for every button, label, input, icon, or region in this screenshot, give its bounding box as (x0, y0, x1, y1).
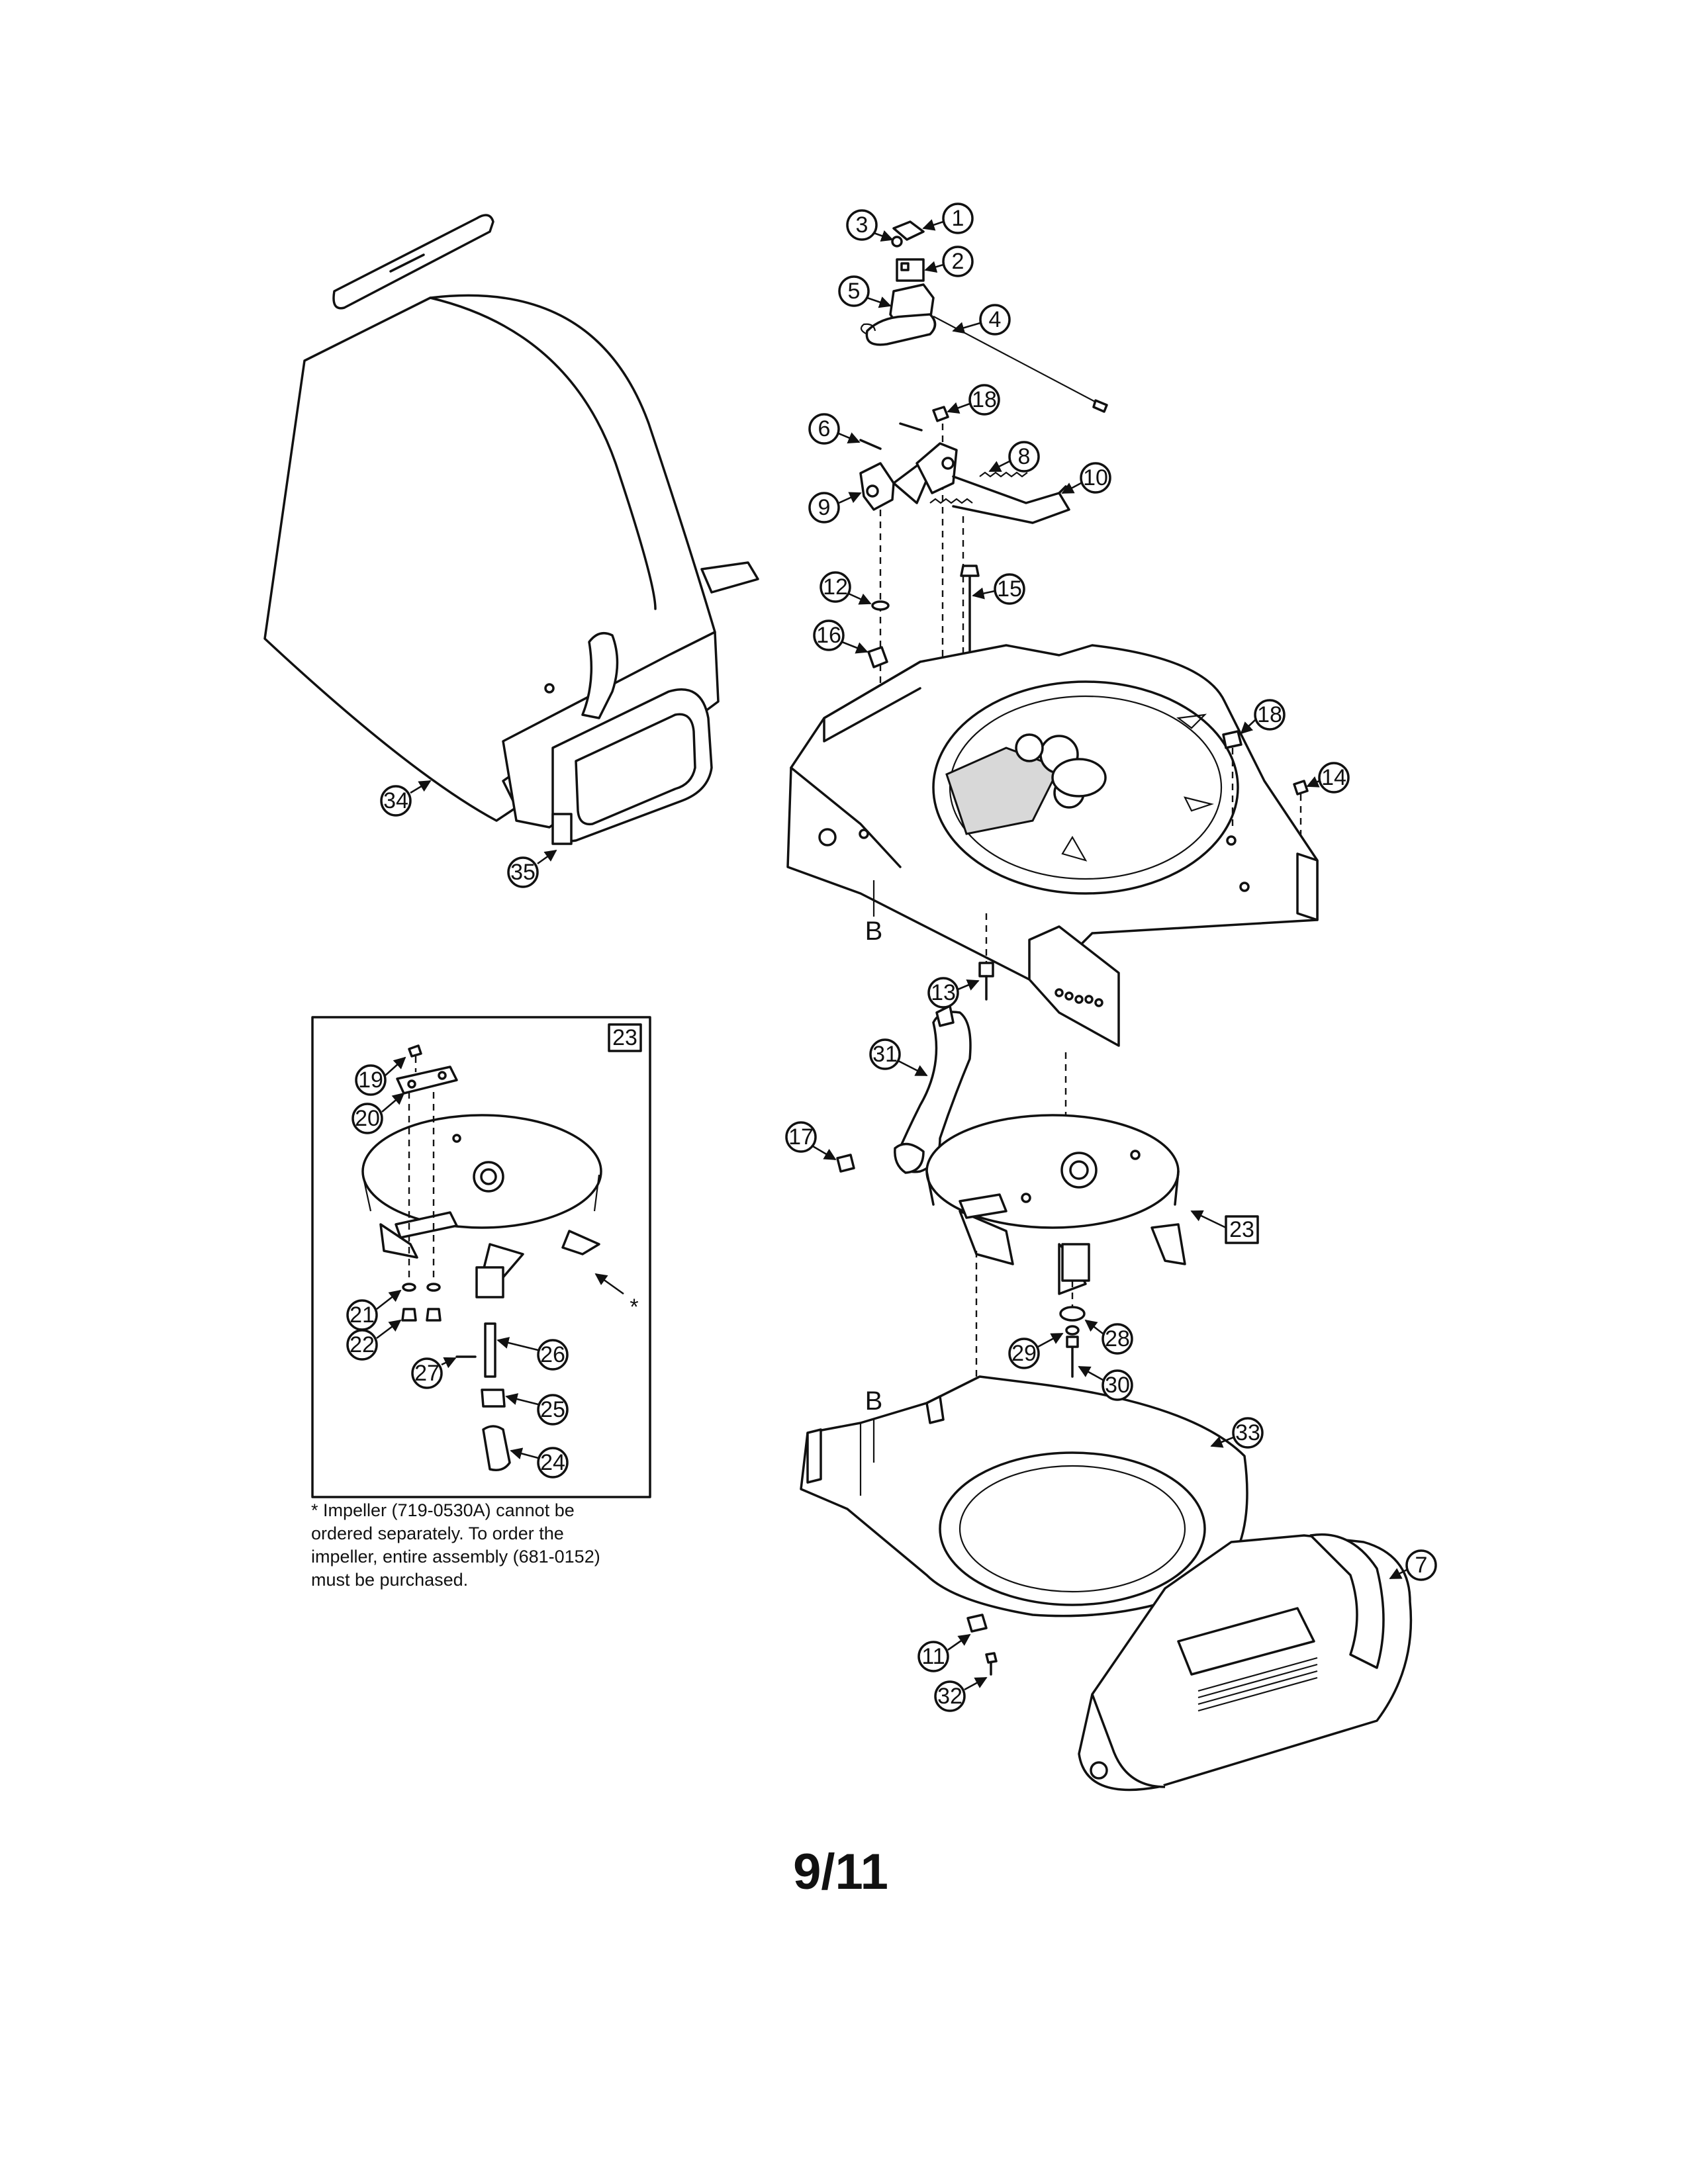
callout-7: 7 (1415, 1553, 1428, 1578)
callout-33: 33 (1235, 1420, 1260, 1445)
callout-25: 25 (540, 1397, 565, 1422)
callout-26: 26 (540, 1342, 565, 1367)
blower-housing: B (786, 565, 1319, 1165)
collection-bag (263, 214, 759, 845)
callout-15: 15 (997, 576, 1022, 602)
callout-10: 10 (1083, 465, 1108, 490)
callout-4: 4 (989, 307, 1002, 332)
callout-28: 28 (1105, 1326, 1130, 1351)
note-line-3: impeller, entire assembly (681-0152) (311, 1547, 600, 1567)
callout-6: 6 (818, 416, 831, 441)
callout-29: 29 (1011, 1341, 1037, 1366)
callout-22: 22 (350, 1332, 375, 1357)
callout-32: 32 (937, 1684, 962, 1709)
callout-16: 16 (816, 623, 841, 648)
base-housing: B (800, 1375, 1413, 1792)
impeller-order-note: * Impeller (719-0530A) cannot be ordered… (311, 1499, 642, 1592)
callout-18-right: 18 (1257, 702, 1282, 727)
callout-2: 2 (952, 249, 964, 274)
callout-19: 19 (358, 1068, 383, 1093)
callout-20: 20 (355, 1106, 380, 1131)
callout-circle-1 (942, 203, 974, 234)
main-box-label: 23 (1229, 1217, 1254, 1242)
page-number: 9/11 (793, 1844, 888, 1900)
callout-8: 8 (1018, 444, 1031, 469)
callout-18-top: 18 (972, 387, 997, 412)
callouts: 1 2 3 4 5 18 6 8 10 9 (346, 203, 1437, 1712)
inset-asterisk: * (630, 1295, 638, 1320)
callout-34: 34 (383, 788, 408, 813)
impeller-detail-inset: 23 (311, 1016, 651, 1498)
callout-21: 21 (350, 1302, 375, 1328)
callout-31: 31 (872, 1042, 898, 1067)
callout-13: 13 (931, 980, 956, 1005)
main-box-23: 23 (1225, 1215, 1259, 1244)
note-line-2: ordered separately. To order the (311, 1524, 564, 1543)
callout-35: 35 (510, 860, 536, 885)
callout-17: 17 (788, 1124, 814, 1150)
reference-mark-b-bottom: B (865, 1387, 883, 1416)
deflector-switch-parts (859, 220, 1108, 807)
callout-30: 30 (1105, 1373, 1130, 1398)
note-line-1: * Impeller (719-0530A) cannot be (311, 1500, 575, 1520)
callout-27: 27 (414, 1361, 440, 1386)
callout-3: 3 (856, 212, 868, 238)
note-line-4: must be purchased. (311, 1570, 469, 1590)
callout-9: 9 (818, 495, 831, 520)
callout-12: 12 (823, 574, 848, 600)
callout-1: 1 (952, 206, 964, 231)
callout-24: 24 (540, 1450, 565, 1475)
impeller-assembly (925, 1114, 1186, 1456)
callout-14: 14 (1321, 765, 1346, 790)
callout-5: 5 (848, 279, 861, 304)
reference-mark-b-top: B (865, 917, 883, 946)
callout-11: 11 (921, 1644, 945, 1669)
inset-box-label: 23 (612, 1025, 637, 1050)
